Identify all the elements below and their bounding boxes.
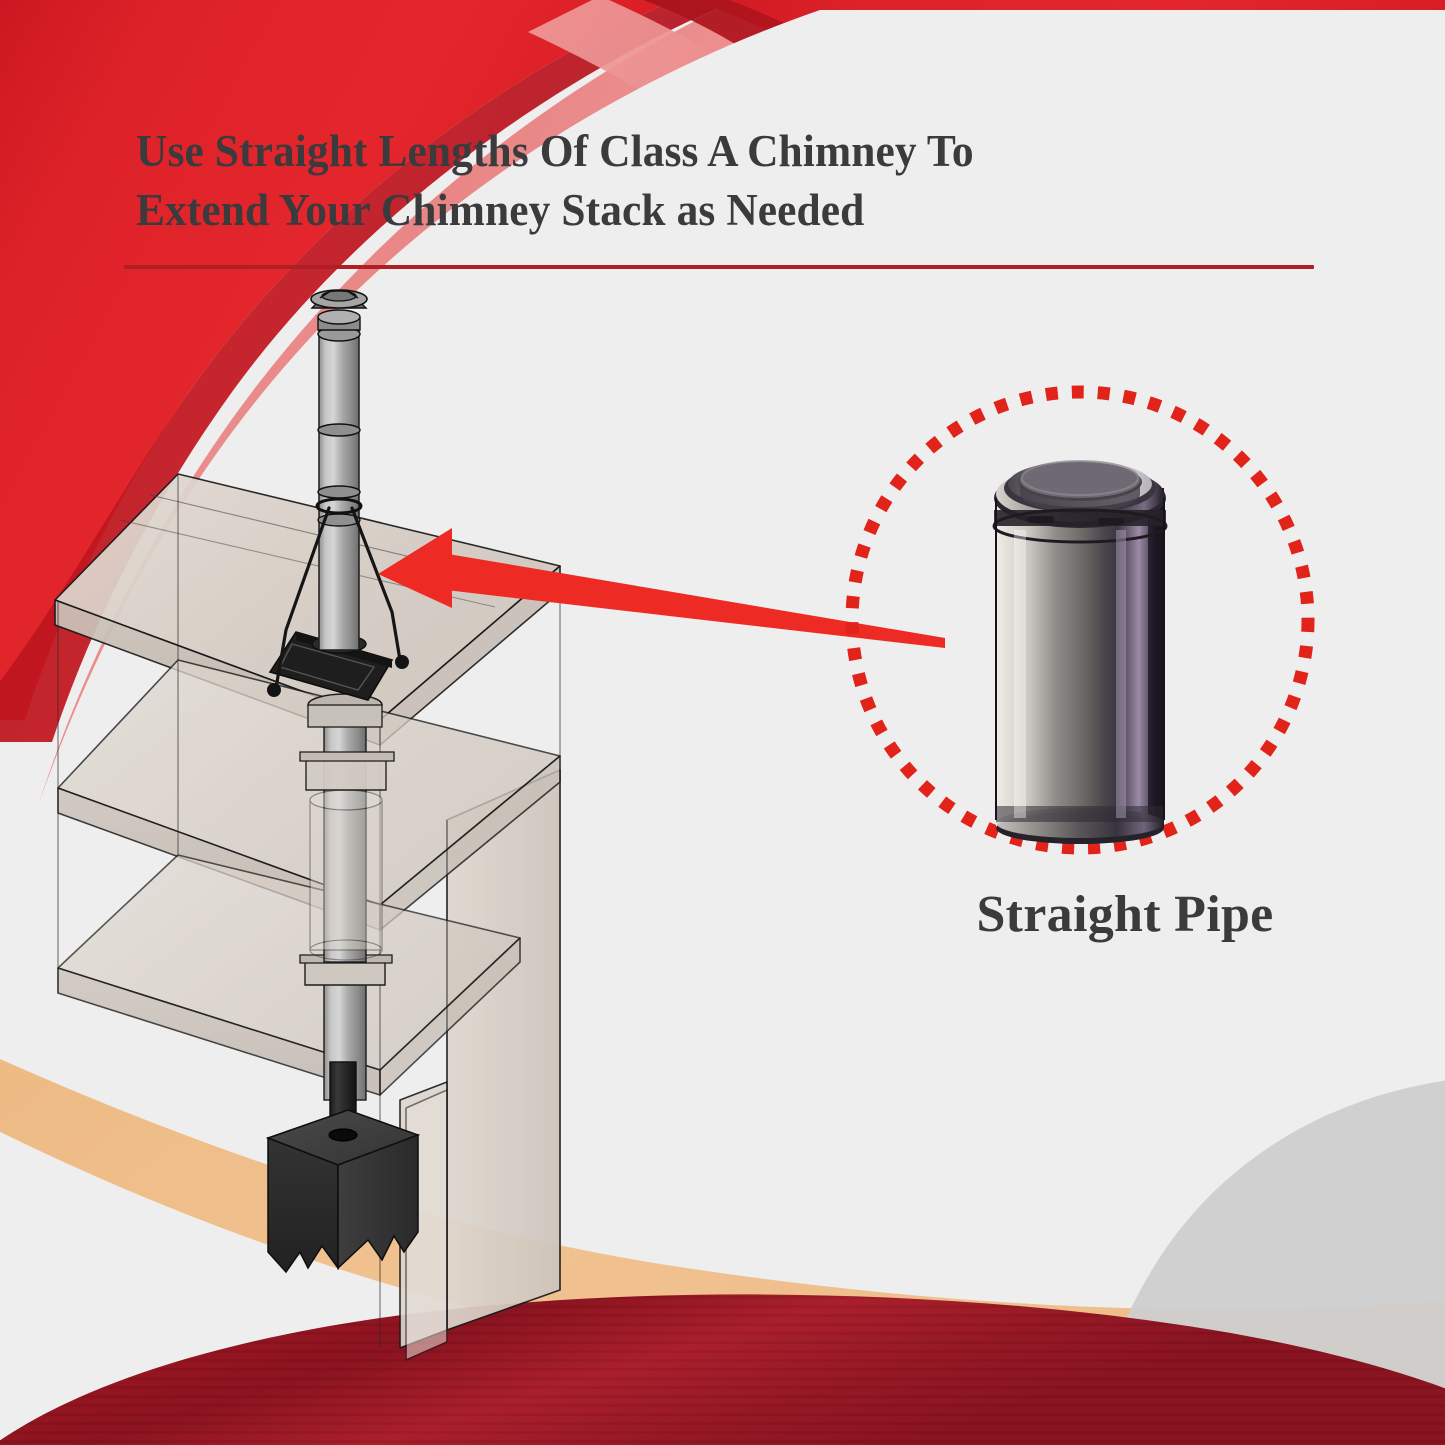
chimney-lower-run <box>323 979 367 1101</box>
brace-band <box>315 497 363 515</box>
chimney-mid-run <box>323 699 367 963</box>
house-geometry <box>54 473 561 1361</box>
guy-wire-braces <box>274 506 402 690</box>
callout-arrow <box>378 528 945 648</box>
chimney-joint-bands <box>317 423 361 527</box>
brace-anchor-right <box>395 655 409 669</box>
house-right-wall <box>399 769 561 1361</box>
stove-pipe-collar <box>329 1182 357 1194</box>
grey-crescent <box>1090 1080 1445 1445</box>
title-divider-rule <box>124 265 1314 269</box>
straight-pipe-inset <box>845 385 1315 855</box>
roof-slab <box>54 473 561 746</box>
stove-flue-hole <box>328 1128 358 1142</box>
maroon-bottom-arc <box>0 1294 1445 1445</box>
flashing-collar <box>311 634 367 654</box>
stove-assembly <box>265 1061 421 1274</box>
rain-cap <box>310 289 368 342</box>
house-wireframe <box>57 474 561 1348</box>
tan-wave <box>0 1058 1445 1400</box>
ceiling-support-box <box>299 751 395 791</box>
roof-flashing <box>268 631 394 701</box>
chimney-above-roof-pipe <box>318 329 360 651</box>
middle-floor-slab <box>57 659 561 931</box>
wood-stove <box>265 1109 421 1274</box>
straight-pipe-graphic <box>992 460 1168 844</box>
arrow-shape <box>390 540 945 648</box>
black-stove-pipe <box>329 1061 357 1189</box>
arrow-head <box>378 528 452 608</box>
chimney-stack <box>267 289 409 1101</box>
dotted-circle-outline <box>845 385 1315 855</box>
brace-anchor-left <box>267 683 281 697</box>
inset-caption: Straight Pipe <box>976 886 1274 943</box>
firestop-support-box <box>299 954 393 986</box>
collar-latch-tabs <box>1028 516 1124 525</box>
page-title: Use Straight Lengths Of Class A Chimney … <box>136 126 974 235</box>
title-block: Use Straight Lengths Of Class A Chimney … <box>136 122 1266 239</box>
storm-collar <box>307 693 383 728</box>
lower-floor-slab <box>57 854 521 1096</box>
attic-insulation-shield <box>309 789 383 961</box>
